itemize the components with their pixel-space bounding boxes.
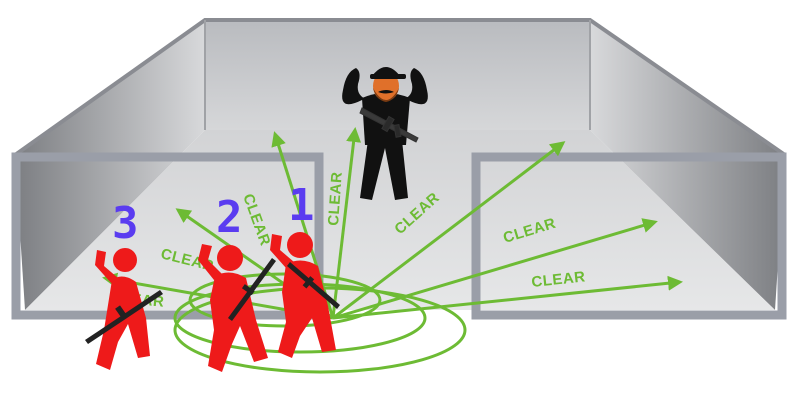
operator-figure-icon [95, 248, 150, 370]
clear-label: CLEAR [325, 171, 346, 226]
clear-label: CLEAR [531, 268, 587, 291]
operator-head [113, 248, 137, 272]
right-wall [590, 20, 785, 310]
sector-arrow [332, 141, 566, 320]
sector-arrow [331, 127, 362, 319]
operator-arm-raised [270, 234, 294, 268]
hostile-left-arm [342, 68, 368, 105]
team-numbers: 3 2 1 [112, 180, 315, 249]
right-front-wall-frame [471, 152, 787, 320]
hostile-right-arm [402, 68, 428, 105]
assault-rifle-icon [228, 258, 276, 321]
left-front-wall-frame [11, 152, 324, 320]
left-wall [15, 20, 205, 310]
assault-rifle-icon [287, 262, 340, 309]
ceiling-outline [13, 18, 787, 157]
operator-number: 2 [216, 192, 243, 243]
operator-body [208, 272, 268, 372]
operator-body [96, 276, 150, 370]
sector-arrow [271, 131, 335, 319]
cap-icon [370, 67, 406, 79]
operator-number: 1 [288, 180, 315, 231]
operator-head [287, 232, 313, 258]
operator-arm-raised [198, 244, 222, 280]
operator-figure-icon [270, 232, 336, 358]
operator-figure-icon [198, 244, 268, 372]
hostile-mustache [378, 90, 394, 94]
hostile-beard [373, 88, 399, 102]
operator-body [278, 260, 336, 358]
operator-arm-raised [95, 250, 118, 284]
operator-number: 3 [112, 198, 139, 249]
assault-rifle-icon [85, 290, 163, 344]
sector-arrow [332, 218, 658, 320]
assault-rifle-icon [359, 107, 419, 143]
hostile-legs [360, 140, 408, 200]
hostile-figure-icon [342, 67, 428, 200]
sector-arrow [332, 275, 683, 320]
operator-head [217, 245, 243, 271]
